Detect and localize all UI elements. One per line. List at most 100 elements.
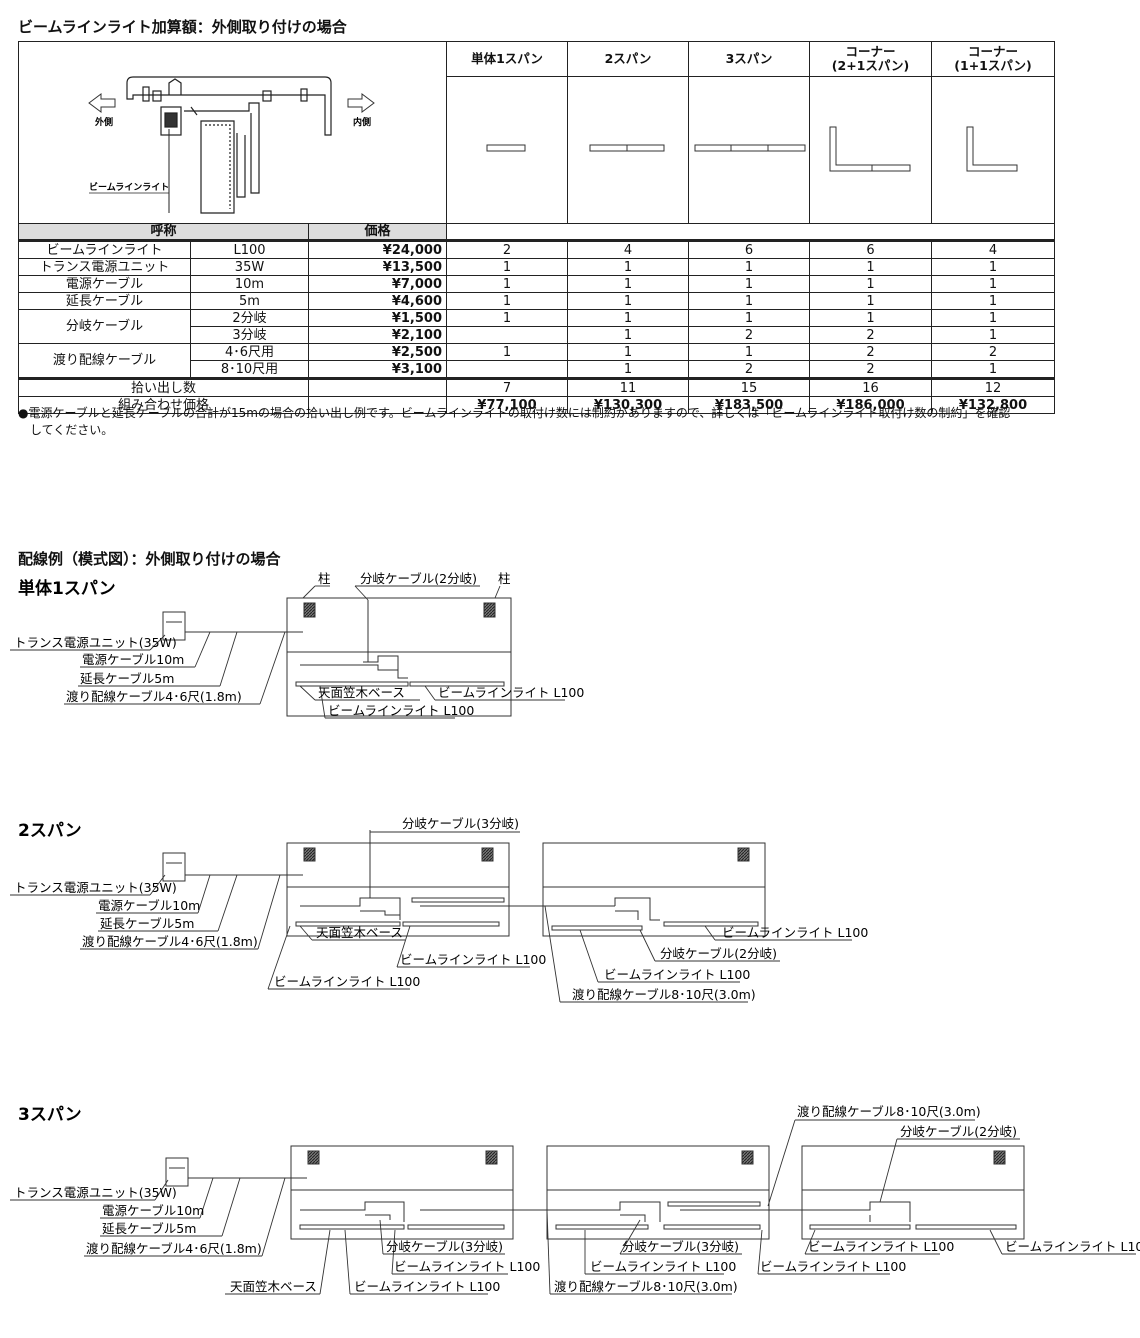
- pic-corner-2-1: [809, 76, 933, 224]
- row-qty: 2: [688, 326, 811, 344]
- ex2-base-label: 天面笠木ベース: [316, 925, 403, 940]
- ex2-light-c-label: ビームラインライト L100: [722, 925, 868, 940]
- ex3-bridge810-label: 渡り配線ケーブル8･10尺(3.0m): [554, 1279, 738, 1294]
- ex1-leaders: [10, 585, 565, 719]
- row-qty: 6: [809, 239, 933, 259]
- row-spec: 3分岐: [190, 326, 309, 344]
- row-qty: 1: [688, 275, 811, 293]
- cross-section-diagram: 外側 内側: [88, 75, 375, 214]
- row-qty: 1: [446, 343, 569, 361]
- ex3-light-d-label: ビームラインライト L100: [760, 1259, 906, 1274]
- row-name: 電源ケーブル: [18, 275, 191, 293]
- note-line-1: ●電源ケーブルと延長ケーブルの合計が15mの場合の拾い出し例です。ビームラインラ…: [18, 406, 1011, 420]
- wiring-diagrams: 単体1スパン 柱 柱 分岐ケーブル(2分岐) トランス電源ユニット(35W) 電…: [10, 571, 1140, 1295]
- row-qty: 1: [567, 309, 690, 327]
- ex3-base-label: 天面笠木ベース: [230, 1279, 317, 1294]
- beam-profile: [126, 75, 332, 214]
- ex2-bridge-label: 渡り配線ケーブル4･6尺(1.8m): [82, 934, 258, 949]
- row-qty: 4: [567, 239, 690, 259]
- row-qty: 2: [931, 343, 1056, 361]
- inside-label: 内側: [353, 116, 371, 128]
- row-name: トランス電源ユニット: [18, 258, 191, 276]
- row-price: ¥4,600: [307, 292, 448, 310]
- span-2-icon: [589, 144, 665, 152]
- row-qty: 1: [567, 343, 690, 361]
- ex3-trans-label: トランス電源ユニット(35W): [14, 1185, 177, 1200]
- span-1-icon: [486, 144, 526, 152]
- row-qty: 1: [809, 275, 933, 293]
- corner-1-1-icon: [966, 126, 1018, 172]
- row-qty: 1: [931, 275, 1056, 293]
- row-qty: [446, 326, 569, 344]
- ex1-light-b-label: ビームラインライト L100: [438, 685, 584, 700]
- row-qty: 1: [567, 275, 690, 293]
- row-qty: 2: [446, 239, 569, 259]
- outside-label: 外側: [94, 116, 113, 128]
- ex2-title: 2スパン: [18, 821, 82, 841]
- ex1-bridge-label: 渡り配線ケーブル4･6尺(1.8m): [66, 689, 242, 704]
- ex2-light-b-label: ビームラインライト L100: [274, 974, 420, 989]
- right-arrow-icon: [347, 92, 375, 113]
- ex3-drawing: [165, 1145, 1025, 1240]
- row-qty: 2: [688, 360, 811, 379]
- total-value: ¥132,800: [931, 396, 1056, 414]
- pic-single: [446, 76, 569, 224]
- row-price: ¥2,100: [307, 326, 448, 344]
- row-spec: 10m: [190, 275, 309, 293]
- count-value: 7: [446, 377, 569, 397]
- row-qty: 2: [809, 343, 933, 361]
- total-value: ¥130,300: [567, 396, 690, 414]
- ex2-ext-label: 延長ケーブル5m: [100, 916, 194, 931]
- row-qty: 1: [688, 343, 811, 361]
- row-qty: 1: [567, 258, 690, 276]
- row-price: ¥3,100: [307, 360, 448, 379]
- ex2-trans-label: トランス電源ユニット(35W): [14, 880, 177, 895]
- row-qty: 4: [931, 239, 1056, 259]
- ex1-title: 単体1スパン: [18, 578, 116, 599]
- light-label: ビームラインライト: [89, 181, 169, 193]
- price-table: 外側 内側: [17, 41, 1056, 414]
- ex2-light-a-label: ビームラインライト L100: [400, 952, 546, 967]
- ex2-branch3-label: 分岐ケーブル(3分岐): [402, 816, 519, 831]
- col-head-0: 単体1スパン: [446, 41, 569, 77]
- row-qty: 1: [931, 258, 1056, 276]
- row-qty: 2: [809, 326, 933, 344]
- cross-section-diagram-cell: 外側 内側: [17, 41, 448, 224]
- col-head-1: 2スパン: [567, 41, 690, 77]
- row-price: ¥13,500: [307, 258, 448, 276]
- row-qty: 1: [931, 309, 1056, 327]
- row-qty: 1: [688, 292, 811, 310]
- pic-2span: [567, 76, 690, 224]
- ex2-power-label: 電源ケーブル10m: [98, 898, 200, 913]
- row-price: ¥2,500: [307, 343, 448, 361]
- row-qty: [446, 360, 569, 379]
- ex2-light-d-label: ビームラインライト L100: [604, 967, 750, 982]
- ex2-leaders: [10, 831, 852, 1003]
- col-head-3: コーナー(2+1スパン): [809, 41, 933, 77]
- row-qty: 1: [446, 292, 569, 310]
- row-name: 渡り配線ケーブル: [18, 343, 191, 379]
- row-name: 延長ケーブル: [18, 292, 191, 310]
- row-price: ¥7,000: [307, 275, 448, 293]
- table-note: ●電源ケーブルと延長ケーブルの合計が15mの場合の拾い出し例です。ビームラインラ…: [18, 405, 1068, 439]
- pic-corner-1-1: [931, 76, 1056, 224]
- ex1-drawing: [162, 597, 512, 717]
- ex1-ext-label: 延長ケーブル5m: [80, 671, 174, 686]
- ex2-branch2-label: 分岐ケーブル(2分岐): [660, 946, 777, 961]
- count-value: 15: [688, 377, 811, 397]
- ex3-bridge810-top-label: 渡り配線ケーブル8･10尺(3.0m): [797, 1104, 981, 1119]
- section1-title: ビームラインライト加算額：外側取り付けの場合: [18, 18, 347, 36]
- col-head-4: コーナー(1+1スパン): [931, 41, 1056, 77]
- ex1-power-label: 電源ケーブル10m: [82, 652, 184, 667]
- row-qty: 2: [809, 360, 933, 379]
- row-qty: 1: [809, 258, 933, 276]
- ex3-title: 3スパン: [18, 1105, 82, 1125]
- col-head-2: 3スパン: [688, 41, 811, 77]
- row-spec: 5m: [190, 292, 309, 310]
- ex3-branch2-label: 分岐ケーブル(2分岐): [900, 1124, 1017, 1139]
- ex1-base-label: 天面笠木ベース: [318, 685, 405, 700]
- total-value: ¥183,500: [688, 396, 811, 414]
- row-spec: 2分岐: [190, 309, 309, 327]
- row-name: ビームラインライト: [18, 239, 191, 259]
